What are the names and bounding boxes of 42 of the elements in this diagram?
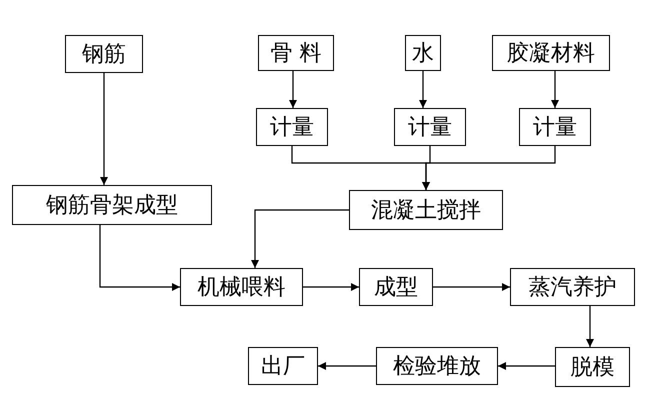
step-label: 出厂 [261,353,305,381]
process-box [359,268,433,306]
process-box [519,108,591,146]
process-box [65,35,143,73]
arrow [419,71,427,108]
step-label: 计量 [533,114,577,142]
arrow [289,71,297,108]
step-label: 计量 [408,114,452,142]
arrow [433,283,510,291]
arrow [422,146,556,190]
process-box [394,108,466,146]
process-box [12,185,212,225]
step-label: 混凝土搅拌 [371,197,481,225]
process-box [248,347,318,385]
process-box [555,347,630,387]
arrow [498,362,555,370]
arrow [318,362,376,370]
process-box [376,347,498,385]
step-label: 成型 [374,274,418,302]
step-label: 钢筋 [82,41,126,69]
process-box [180,268,303,306]
step-label: 脱模 [570,354,614,382]
process-box [258,35,334,71]
step-label: 胶凝材料 [507,40,595,68]
step-label: 钢筋骨架成型 [46,192,178,220]
process-box [405,35,441,71]
step-label: 水 [412,40,434,68]
step-label: 检验堆放 [393,353,481,381]
process-box [256,108,328,146]
arrow [100,73,108,185]
arrow [303,283,359,291]
process-box [492,35,610,71]
step-label: 计量 [270,114,314,142]
arrow [99,225,180,291]
arrow [586,306,594,347]
arrow [551,71,559,108]
process-box [510,268,635,306]
process-box [349,190,503,230]
step-label: 骨 料 [270,40,322,68]
step-label: 蒸汽养护 [528,274,616,302]
arrow [251,209,349,268]
step-label: 机械喂料 [198,274,286,302]
